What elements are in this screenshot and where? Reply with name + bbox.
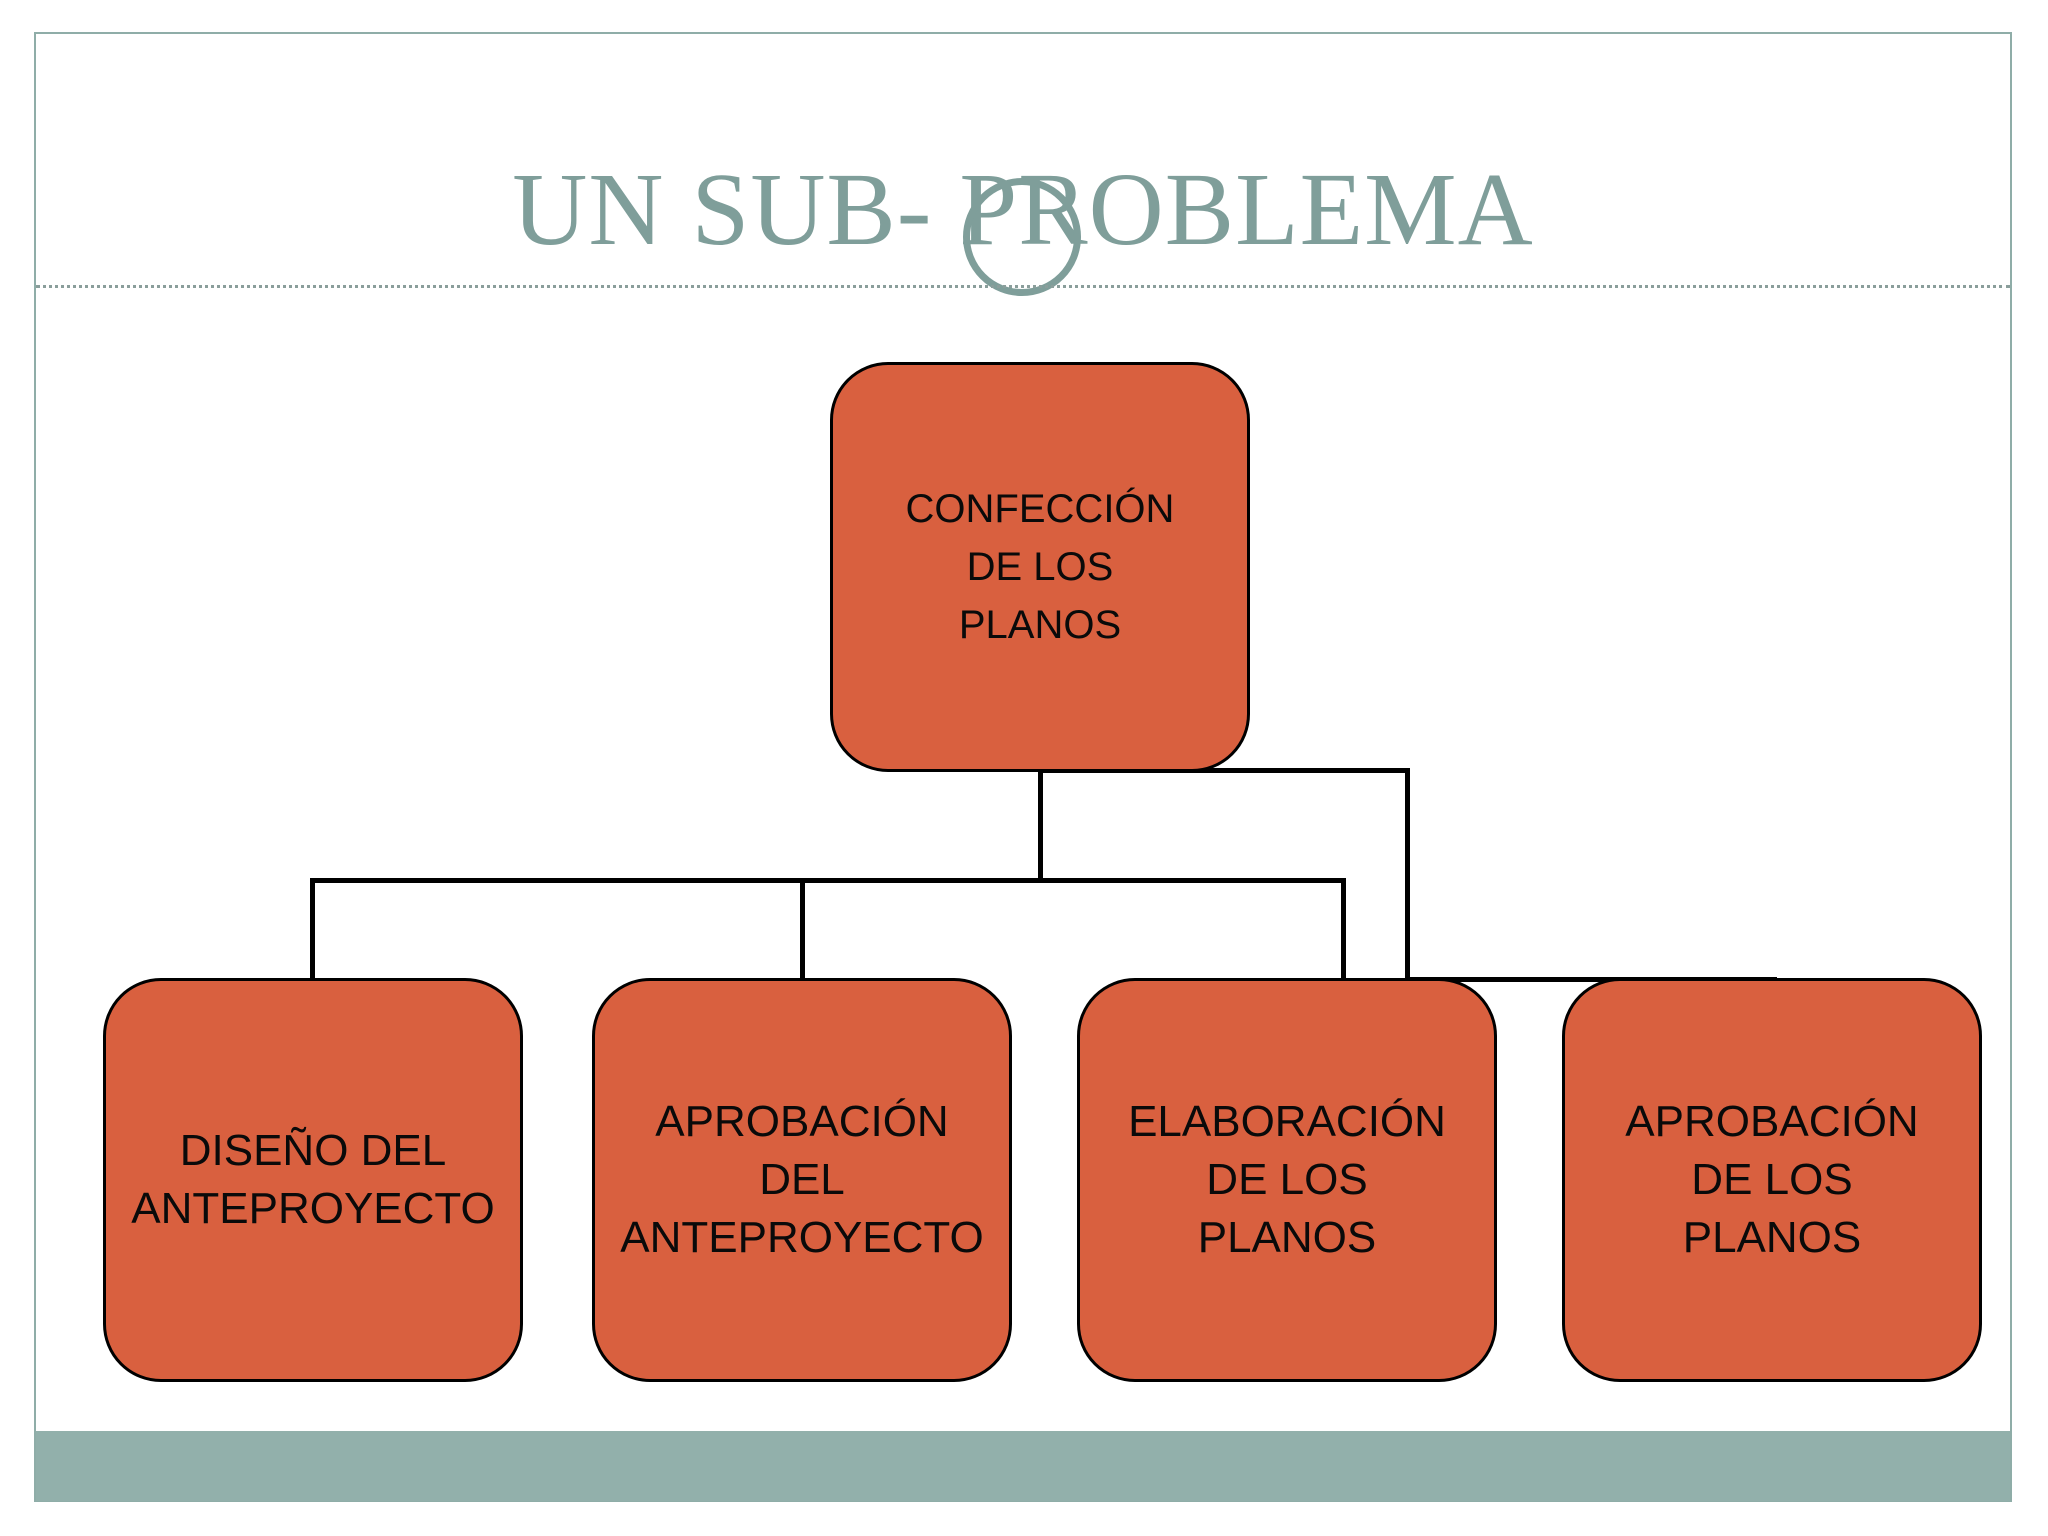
- node-diseno-del-anteproyecto[interactable]: DISEÑO DEL ANTEPROYECTO: [103, 978, 523, 1382]
- connector-drop-c2: [1341, 878, 1346, 983]
- node-c1-label: APROBACIÓN DEL ANTEPROYECTO: [620, 1097, 984, 1262]
- connector-right-top: [1038, 768, 1410, 773]
- connector-right-drop: [1405, 768, 1410, 980]
- node-c3-label: APROBACIÓN DE LOS PLANOS: [1625, 1097, 1919, 1262]
- connector-drop-c0: [310, 878, 315, 983]
- node-root-label: CONFECCIÓN DE LOS PLANOS: [905, 487, 1175, 647]
- footer-accent-bar: [36, 1431, 2010, 1501]
- title-circle-icon: [963, 178, 1081, 296]
- connector-right-bottom: [1405, 977, 1777, 982]
- connector-main-bus: [310, 878, 1346, 883]
- node-aprobacion-de-los-planos[interactable]: APROBACIÓN DE LOS PLANOS: [1562, 978, 1982, 1382]
- node-confeccion-de-los-planos[interactable]: CONFECCIÓN DE LOS PLANOS: [830, 362, 1250, 772]
- connector-drop-c1: [800, 878, 805, 983]
- node-c0-label: DISEÑO DEL ANTEPROYECTO: [131, 1126, 495, 1233]
- node-elaboracion-de-los-planos[interactable]: ELABORACIÓN DE LOS PLANOS: [1077, 978, 1497, 1382]
- node-aprobacion-del-anteproyecto[interactable]: APROBACIÓN DEL ANTEPROYECTO: [592, 978, 1012, 1382]
- connector-root-trunk: [1038, 768, 1043, 881]
- title-dotted-rule: [36, 285, 2010, 288]
- node-c2-label: ELABORACIÓN DE LOS PLANOS: [1128, 1097, 1446, 1262]
